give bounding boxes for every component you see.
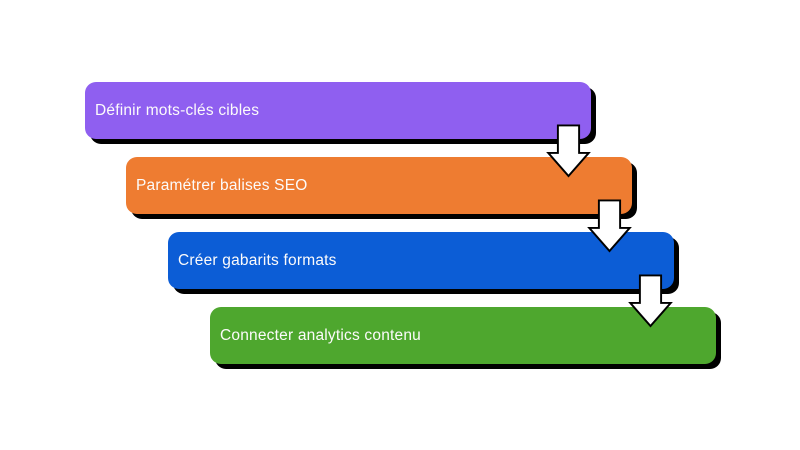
step-box-seo-tags: Paramétrer balises SEO <box>126 157 632 214</box>
step-label: Connecter analytics contenu <box>220 326 421 344</box>
step-box-define-keywords: Définir mots-clés cibles <box>85 82 591 139</box>
step-label: Définir mots-clés cibles <box>95 101 260 119</box>
step-label: Créer gabarits formats <box>178 251 337 269</box>
step-label: Paramétrer balises SEO <box>136 176 308 194</box>
down-arrow-icon <box>628 274 673 328</box>
step-box-templates: Créer gabarits formats <box>168 232 674 289</box>
down-arrow-icon <box>546 124 591 178</box>
step-box-analytics: Connecter analytics contenu <box>210 307 716 364</box>
down-arrow-icon <box>587 199 632 253</box>
